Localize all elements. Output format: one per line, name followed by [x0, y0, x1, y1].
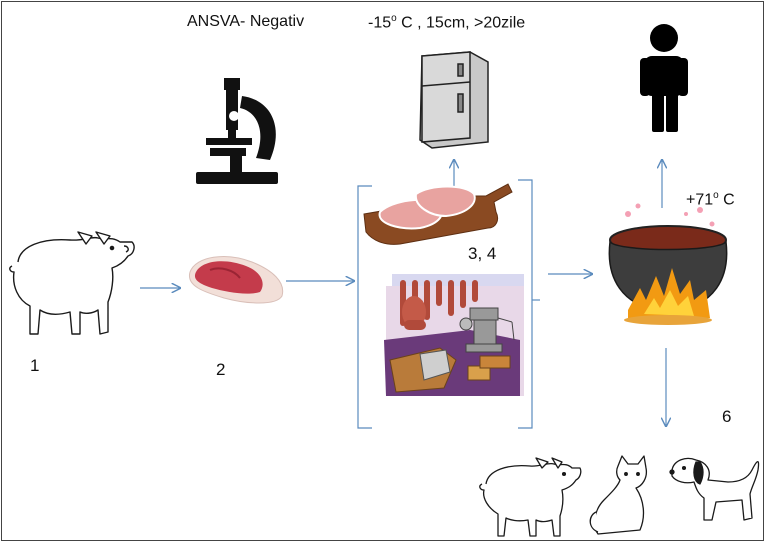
ansva-label: ANSVA- Negativ	[187, 13, 305, 30]
dog-icon	[669, 457, 760, 521]
step-6-label: 6	[722, 407, 732, 426]
fridge-icon	[419, 51, 489, 149]
meat-on-board-icon	[363, 183, 513, 245]
cat-icon	[589, 455, 648, 535]
human-icon	[640, 24, 688, 132]
step-3-4-label: 3, 4	[468, 244, 497, 263]
processing-bracket-left	[357, 185, 372, 429]
step-1-label: 1	[30, 356, 40, 375]
butcher-scene-icon	[384, 274, 524, 396]
cooking-temperature-label: +71o C	[686, 190, 735, 209]
pig-icon	[9, 231, 135, 335]
cooking-pot-icon	[608, 203, 728, 325]
step-2-label: 2	[216, 360, 226, 379]
meat-grinder-icon	[459, 307, 515, 353]
raw-meat-icon	[188, 256, 284, 304]
pig-icon-bottom	[479, 457, 582, 537]
cleaver-icon	[419, 349, 451, 381]
processing-bracket-right	[518, 179, 533, 429]
freezer-condition-label: -15o C , 15cm, >20zile	[368, 13, 526, 32]
microscope-icon	[196, 78, 278, 184]
